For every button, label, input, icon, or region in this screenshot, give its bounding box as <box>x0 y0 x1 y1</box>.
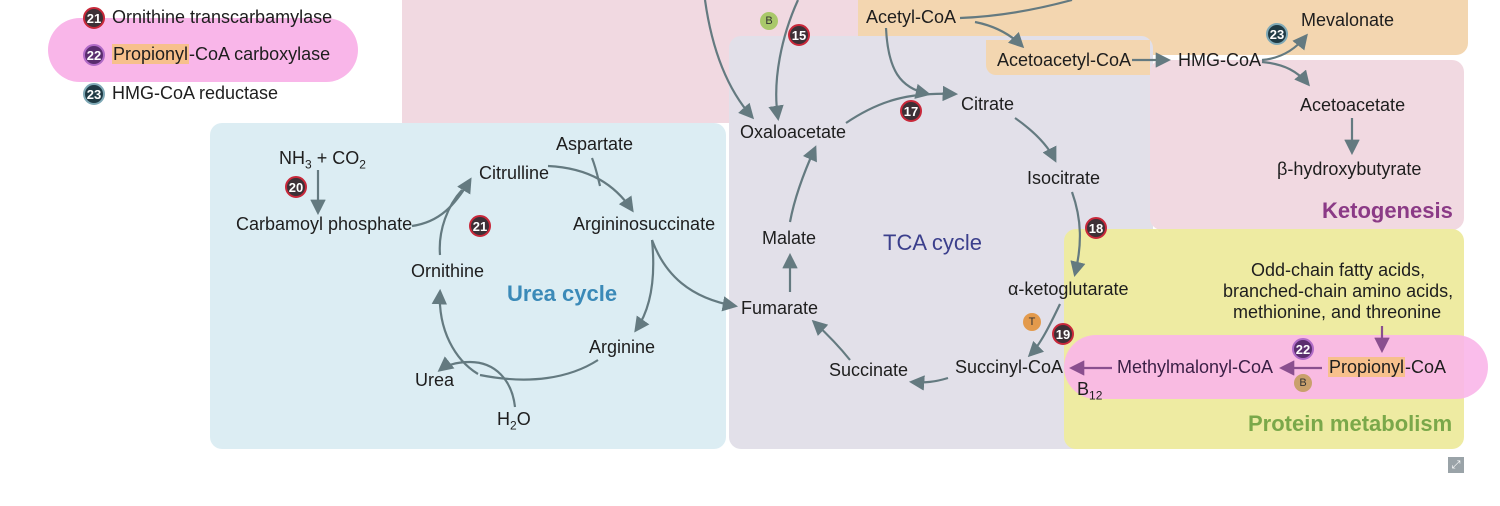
water-o: O <box>516 409 531 429</box>
ketogenesis-region <box>1150 60 1464 230</box>
thiamine-cofactor: T <box>1023 313 1041 331</box>
legend-hmg-coa-reductase: HMG-CoA reductase <box>112 83 279 103</box>
enzyme-18-badge: 18 <box>1085 217 1107 239</box>
nh3-co2-label: NH3 + CO2 <box>279 147 366 176</box>
water-label: H2O <box>497 408 531 437</box>
legend-enzyme-21-badge: 21 <box>83 7 105 29</box>
succinyl-coa-label: Succinyl-CoA <box>955 357 1064 377</box>
propionyl-coa-label: Propionyl-CoA <box>1328 356 1446 378</box>
isocitrate-label: Isocitrate <box>1027 168 1101 188</box>
enzyme-22-badge: 22 <box>1292 338 1314 360</box>
methylmalonyl-coa-label: Methylmalonyl-CoA <box>1117 357 1274 377</box>
co2-subscript: 2 <box>359 157 366 172</box>
propionyl-coa-rest: -CoA <box>1405 357 1447 377</box>
fumarate-label: Fumarate <box>741 298 819 318</box>
water-h: H <box>497 409 510 429</box>
acetoacetate-label: Acetoacetate <box>1300 95 1406 115</box>
enzyme-15-badge: 15 <box>788 24 810 46</box>
enzyme-20-badge: 20 <box>285 176 307 198</box>
mevalonate-label: Mevalonate <box>1301 10 1395 30</box>
enzyme-17-badge: 17 <box>900 100 922 122</box>
acetoacetyl-coa-label: Acetoacetyl-CoA <box>997 50 1132 70</box>
legend-propionyl-rest: -CoA carboxylase <box>189 44 331 64</box>
legend-enzyme-22-badge: 22 <box>83 44 105 66</box>
aspartate-label: Aspartate <box>556 134 634 154</box>
legend-propionyl-highlight: Propionyl <box>112 44 190 64</box>
protein-metabolism-title: Protein metabolism <box>1248 411 1453 436</box>
beta-hydroxybutyrate-label: β-hydroxybutyrate <box>1277 159 1422 179</box>
methionine-threonine-label: methionine, and threonine <box>1233 302 1442 322</box>
ornithine-label: Ornithine <box>411 261 485 281</box>
arginine-label: Arginine <box>589 337 656 357</box>
urea-label: Urea <box>415 370 455 390</box>
water-subscript: 2 <box>510 418 517 433</box>
odd-chain-fatty-acids-label: Odd-chain fatty acids, <box>1251 260 1426 280</box>
citrate-label: Citrate <box>961 94 1015 114</box>
urea-cycle-title: Urea cycle <box>507 281 618 306</box>
alpha-ketoglutarate-label: α-ketoglutarate <box>1008 279 1129 299</box>
malate-label: Malate <box>762 228 817 248</box>
legend-enzyme-23-badge: 23 <box>83 83 105 105</box>
propionyl-highlight: Propionyl <box>1328 357 1406 377</box>
succinate-label: Succinate <box>829 360 909 380</box>
enzyme-23-badge: 23 <box>1266 23 1288 45</box>
legend-propionyl-coa-carboxylase: Propionyl-CoA carboxylase <box>112 43 330 65</box>
hmg-coa-label: HMG-CoA <box>1178 50 1262 70</box>
ketogenesis-title: Ketogenesis <box>1322 198 1453 223</box>
propionyl-pathway-highlight <box>1064 335 1488 399</box>
carbamoyl-phosphate-label: Carbamoyl phosphate <box>236 214 413 234</box>
tca-cycle-title: TCA cycle <box>883 230 983 255</box>
acetyl-coa-label: Acetyl-CoA <box>866 7 957 27</box>
enzyme-21-badge: 21 <box>469 215 491 237</box>
co2-text: + CO <box>311 148 360 168</box>
enzyme-19-badge: 19 <box>1052 323 1074 345</box>
b12-cofactor-label: B12 <box>1077 378 1102 407</box>
biotin-cofactor: B <box>1294 374 1312 392</box>
b12-subscript: 12 <box>1089 388 1103 403</box>
branched-chain-amino-acids-label: branched-chain amino acids, <box>1223 281 1454 301</box>
legend-ornithine-transcarbamylase: Ornithine transcarbamylase <box>112 7 333 27</box>
nh3-text: NH <box>279 148 305 168</box>
argininosuccinate-label: Argininosuccinate <box>573 214 716 234</box>
vitamin-b-cofactor-top: B <box>760 12 778 30</box>
expand-icon[interactable]: ⤢ <box>1448 457 1464 473</box>
nh3-subscript: 3 <box>305 157 312 172</box>
citrulline-label: Citrulline <box>479 163 550 183</box>
b12-text: B <box>1077 379 1090 399</box>
oxaloacetate-label: Oxaloacetate <box>740 122 847 142</box>
